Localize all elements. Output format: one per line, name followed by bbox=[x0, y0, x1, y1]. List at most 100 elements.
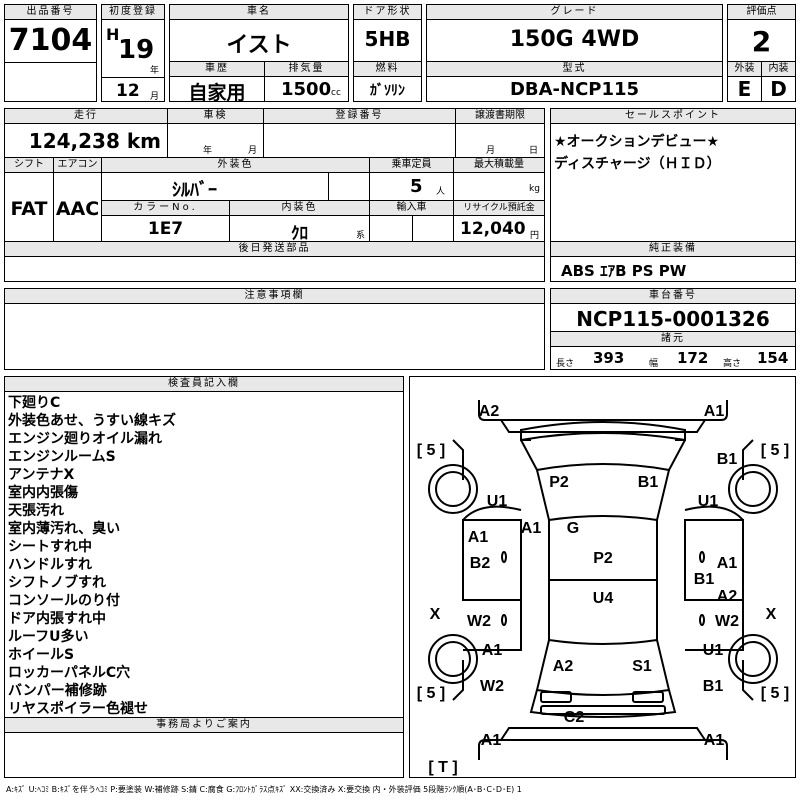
capacity: 5 bbox=[410, 176, 423, 197]
note-line: ルーフU多い bbox=[8, 629, 89, 645]
fuel-box: 燃料 ｶﾞｿﾘﾝ bbox=[353, 62, 422, 102]
int-label: 内装 bbox=[762, 62, 795, 77]
int-box: 内装 D bbox=[761, 62, 796, 102]
model: DBA-NCP115 bbox=[509, 79, 640, 100]
note-line: 天張汚れ bbox=[8, 503, 64, 519]
equipment: ABS ｴｱB PS PW bbox=[561, 262, 687, 280]
inspect-year-unit: 年 bbox=[203, 146, 213, 156]
damage-mark: U4 bbox=[593, 590, 614, 607]
recycle-label: リサイクル預託金 bbox=[454, 201, 544, 216]
damage-mark: B1 bbox=[717, 451, 738, 468]
damage-mark: A1 bbox=[704, 403, 725, 420]
colorno-box: カラーNo. 1E7 bbox=[102, 200, 230, 242]
note-line: 下廻りC bbox=[8, 395, 61, 411]
score-label: 評価点 bbox=[728, 5, 795, 20]
interior-box: 内装色 ｸﾛ 系 bbox=[230, 200, 370, 244]
damage-mark: U1 bbox=[703, 642, 724, 659]
grade-label: グレード bbox=[427, 5, 722, 20]
inspect-label: 車検 bbox=[168, 109, 263, 124]
interior-label: 内装色 bbox=[230, 201, 369, 216]
inspect-box: 車検 年 月 bbox=[168, 108, 264, 158]
note-line: シートすれ中 bbox=[8, 539, 92, 555]
damage-mark: [ 5 ] bbox=[761, 685, 789, 702]
sales-line: ディスチャージ（ＨＩＤ） bbox=[554, 156, 721, 172]
note-line: シフトノブすれ bbox=[8, 575, 106, 591]
grade-box: グレード 150G 4WD bbox=[426, 4, 723, 62]
exterior-color: ｼﾙﾊﾞｰ bbox=[172, 180, 217, 201]
deadline-label: 譲渡書期限 bbox=[456, 109, 544, 124]
displacement: 1500 bbox=[281, 79, 332, 100]
inspect-month-unit: 月 bbox=[248, 146, 258, 156]
dims-label: 諸元 bbox=[551, 331, 795, 347]
damage-mark: [ 5 ] bbox=[761, 442, 789, 459]
plate-label: 登録番号 bbox=[264, 109, 455, 124]
note-line: アンテナX bbox=[8, 467, 75, 483]
reg-month: 12 bbox=[116, 81, 140, 101]
damage-mark: A1 bbox=[482, 642, 503, 659]
damage-mark: X bbox=[430, 606, 441, 623]
name-box: 車名 イスト bbox=[169, 4, 349, 62]
model-box: 型式 DBA-NCP115 bbox=[426, 62, 723, 102]
note-line: リヤスポイラー色褪せ bbox=[8, 701, 148, 717]
damage-mark: X bbox=[766, 606, 777, 623]
import-label: 輸入車 bbox=[370, 201, 453, 216]
load-label: 最大積載量 bbox=[454, 158, 544, 173]
damage-mark: S1 bbox=[632, 658, 652, 675]
interior-color: ｸﾛ bbox=[291, 224, 308, 244]
sales-box: セールスポイント ★オークションデビュー★ ディスチャージ（ＨＩＤ） bbox=[550, 108, 796, 242]
note-line: 室内薄汚れ、臭い bbox=[8, 521, 121, 537]
damage-mark: [ T ] bbox=[428, 759, 457, 776]
note-line: コンソールのり付 bbox=[8, 593, 120, 609]
damage-mark: A1 bbox=[717, 555, 738, 572]
sales-label: セールスポイント bbox=[551, 109, 795, 124]
history-label: 車歴 bbox=[170, 62, 264, 77]
recycle-box: リサイクル預託金 12,040 円 bbox=[454, 200, 545, 242]
recycle-unit: 円 bbox=[530, 231, 540, 241]
chassis-box: 車台番号 NCP115-0001326 諸元 長さ 393 幅 172 高さ 1… bbox=[550, 288, 796, 370]
deadline-day-unit: 日 bbox=[529, 146, 539, 156]
note-line: 室内内張傷 bbox=[8, 485, 78, 501]
int-grade: D bbox=[770, 77, 787, 101]
plate-box: 登録番号 bbox=[264, 108, 456, 158]
caution-label: 注意事項欄 bbox=[5, 289, 544, 304]
inspector-box: 検査員記入欄 下廻りC 外装色あせ、うすい線キズ エンジン廻りオイル漏れ エンジ… bbox=[4, 376, 404, 718]
damage-mark: U1 bbox=[487, 493, 508, 510]
note-line: ドア内張すれ中 bbox=[8, 611, 106, 627]
height-label: 高さ bbox=[723, 359, 742, 369]
grade: 150G 4WD bbox=[509, 27, 640, 52]
mileage-box: 走行 124,238 km bbox=[4, 108, 168, 158]
ext-grade: E bbox=[737, 77, 752, 101]
damage-mark: B2 bbox=[470, 555, 491, 572]
import-box: 輸入車 bbox=[370, 200, 454, 242]
capacity-box: 乗車定員 5 人 bbox=[370, 158, 454, 201]
note-line: 外装色あせ、うすい線キズ bbox=[8, 413, 176, 429]
note-line: ハンドルすれ bbox=[8, 557, 92, 573]
damage-mark: U1 bbox=[698, 493, 719, 510]
mileage-label: 走行 bbox=[5, 109, 167, 124]
height: 154 bbox=[757, 349, 789, 367]
width-label: 幅 bbox=[649, 359, 659, 369]
lot-number: 7104 bbox=[8, 23, 93, 58]
capacity-unit: 人 bbox=[436, 187, 446, 197]
damage-mark: W2 bbox=[467, 613, 491, 630]
damage-mark: A1 bbox=[481, 732, 502, 749]
door-type: 5HB bbox=[364, 27, 411, 51]
sales-line: ★オークションデビュー★ bbox=[554, 134, 720, 150]
caution-box: 注意事項欄 bbox=[4, 288, 545, 370]
note-line: ロッカーパネルC穴 bbox=[8, 665, 131, 681]
length-label: 長さ bbox=[556, 359, 575, 369]
ac-label: エアコン bbox=[54, 158, 101, 173]
legend: A:ｷｽﾞ U:ﾍｺﾐ B:ｷｽﾞを伴うﾍｺﾐ P:要塗装 W:補修跡 S:錆 … bbox=[6, 785, 522, 794]
shift-box: シフト FAT bbox=[4, 158, 54, 242]
model-label: 型式 bbox=[427, 62, 722, 77]
damage-mark: B1 bbox=[694, 571, 715, 588]
length: 393 bbox=[593, 349, 625, 367]
office-label: 事務局よりご案内 bbox=[5, 718, 403, 733]
color-number: 1E7 bbox=[147, 219, 184, 239]
reg-year: 19 bbox=[118, 35, 155, 65]
damage-mark: A1 bbox=[704, 732, 725, 749]
fuel-label: 燃料 bbox=[354, 62, 421, 77]
lot-box: 出品番号 7104 bbox=[4, 4, 97, 102]
history: 自家用 bbox=[188, 82, 246, 104]
